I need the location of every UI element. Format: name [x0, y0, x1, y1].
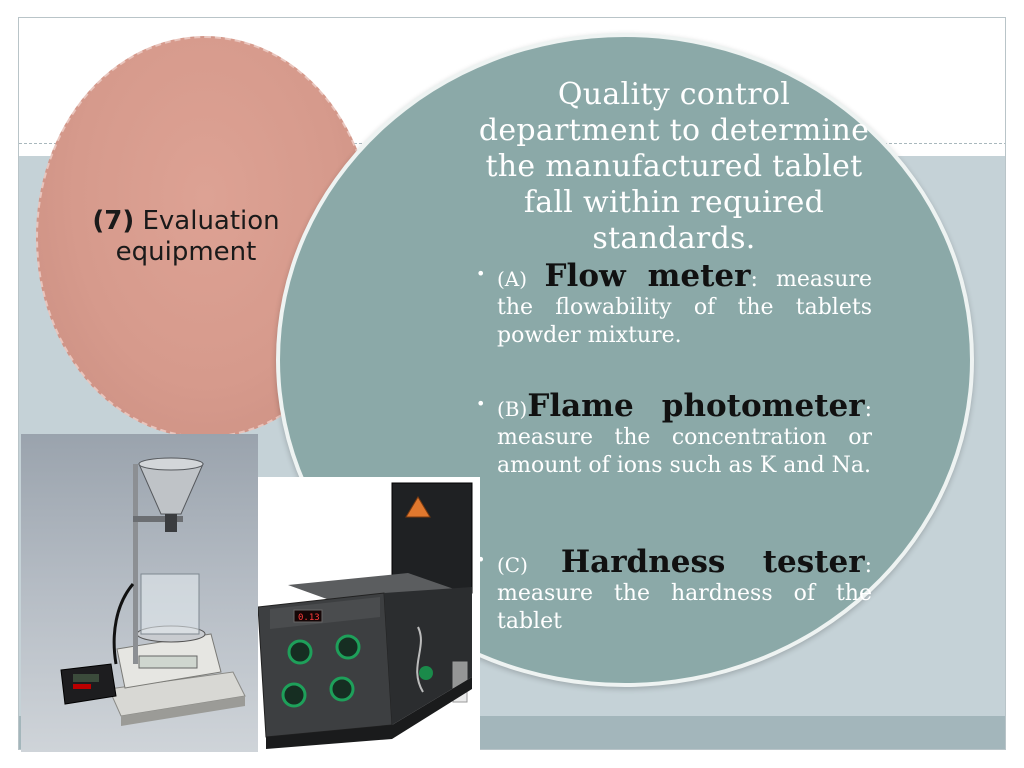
bullet-flow-meter: • (A) Flow meter: measure the flowabilit… — [476, 261, 873, 350]
bullet-flame-photometer: • (B)Flame photometer: measure the conce… — [476, 391, 872, 480]
bullet-icon: • — [476, 550, 486, 569]
section-label: Evaluation equipment — [115, 206, 280, 267]
slide-heading: Quality control department to determine … — [478, 77, 870, 256]
section-title: (7) Evaluation equipment — [80, 206, 292, 268]
flow-meter-photo — [21, 434, 258, 752]
bullet-description: : measure the hardness of the tablet — [497, 553, 872, 634]
bullet-icon: • — [476, 394, 486, 413]
bullet-description: : measure the flowability of the tablets… — [497, 267, 873, 348]
bullet-description: : measure the concentration or amount of… — [497, 397, 872, 478]
flame-photometer-illustration: 0.13 — [258, 482, 473, 749]
bullet-hardness-tester: • (C) Hardness tester: measure the hardn… — [476, 547, 872, 636]
bullet-letter: (B) — [497, 397, 528, 421]
bullet-term: Flow meter — [544, 258, 751, 294]
section-number: (7) — [92, 206, 135, 236]
bullet-letter: (C) — [497, 553, 561, 577]
bullet-term: Hardness tester — [560, 544, 865, 580]
flame-photometer-photo: 0.13 — [258, 477, 480, 751]
bullet-term: Flame photometer — [527, 388, 865, 424]
bullet-icon: • — [476, 264, 486, 283]
flow-meter-illustration — [60, 457, 246, 726]
display-reading: 0.13 — [298, 613, 320, 623]
bullet-letter: (A) — [497, 267, 545, 291]
